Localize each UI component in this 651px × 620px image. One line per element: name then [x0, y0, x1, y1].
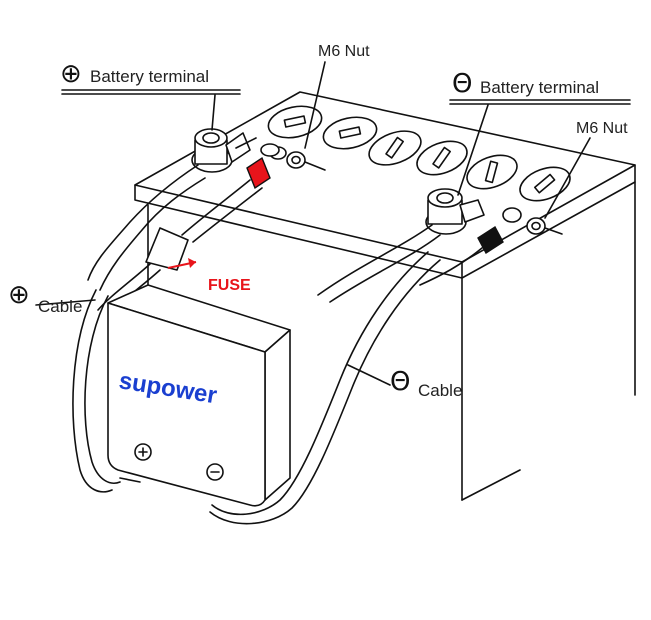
fuse-holder: [145, 227, 189, 271]
vent-caps: [267, 105, 571, 202]
neg-cable-label: Cable: [418, 381, 462, 400]
negative-cable-cap: [477, 225, 504, 255]
positive-cable-cap: [246, 156, 271, 190]
neg-cable-symbol: Θ: [390, 367, 410, 397]
vent-cap: [519, 166, 571, 202]
pos-terminal-label: Battery terminal: [90, 67, 209, 86]
fuse-arrow: [167, 258, 197, 269]
positive-terminal: [191, 128, 257, 173]
neg-terminal-symbol: Θ: [452, 69, 472, 99]
vent-cap: [267, 105, 323, 139]
negative-cable-lug: [477, 225, 504, 255]
m6-nut-left-label: M6 Nut: [318, 43, 370, 60]
vent-cap: [368, 130, 422, 166]
pos-terminal-symbol: ⊕: [60, 59, 82, 89]
leader-lines: [35, 61, 631, 306]
vent-cap: [416, 140, 468, 176]
pos-cable-symbol: ⊕: [8, 280, 30, 310]
neg-terminal-label: Battery terminal: [480, 78, 599, 97]
charger-right-side: [264, 329, 291, 501]
cables: [72, 164, 483, 525]
vent-cap: [322, 116, 378, 150]
negative-terminal: [425, 188, 485, 235]
m6-nut-right: [502, 207, 563, 235]
fuse-label: FUSE: [208, 277, 251, 294]
positive-cable-lug: [246, 143, 280, 190]
charger: [107, 284, 291, 507]
pos-cable-label: Cable: [38, 297, 82, 316]
m6-nut-right-label: M6 Nut: [576, 120, 628, 137]
vent-cap: [466, 154, 518, 190]
